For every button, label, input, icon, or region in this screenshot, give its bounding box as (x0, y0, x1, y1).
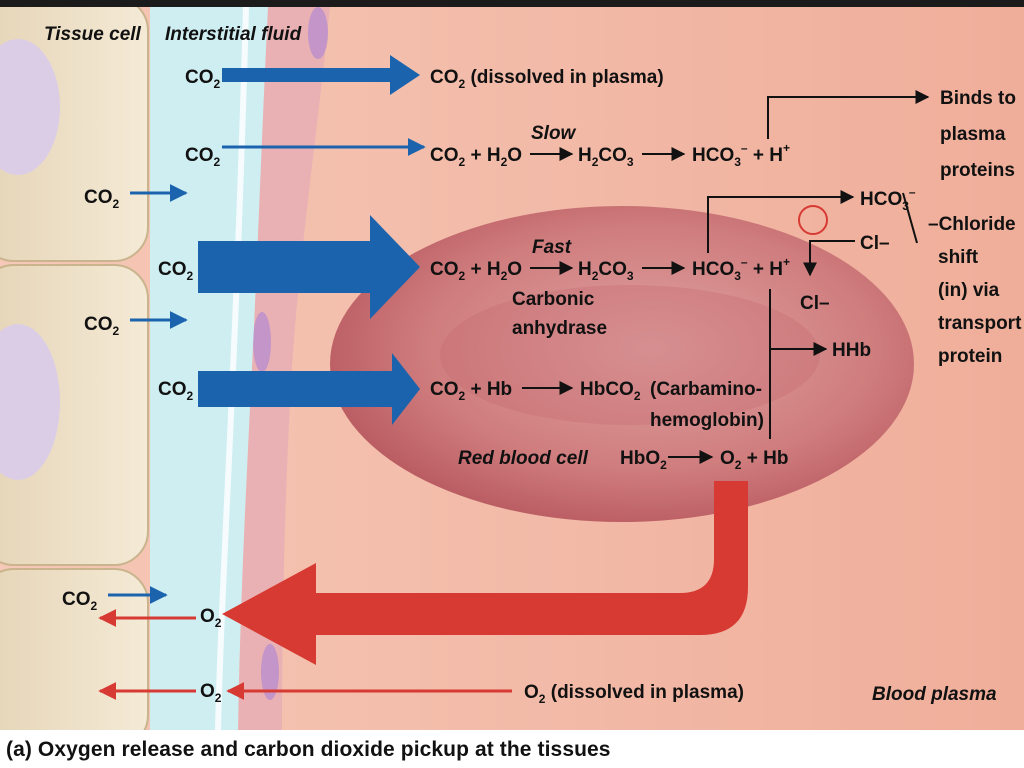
capillary-wall (238, 7, 330, 730)
red-blood-cell-center (440, 285, 820, 425)
red-blood-cell (330, 206, 914, 522)
chloride-shift-highlight (798, 205, 828, 235)
fast-label: Fast (532, 237, 572, 258)
hhb-label: HHb (832, 340, 871, 361)
endothelial-nucleus (308, 7, 328, 59)
row5-products: O2 + Hb (720, 448, 788, 472)
o2-release-label-1: O2 (200, 606, 222, 630)
endothelial-nucleus (261, 644, 279, 700)
cl-in-label: Cl– (800, 293, 830, 314)
row3-carbonic-acid: H2CO3 (578, 259, 634, 283)
co2-carbamino-arrow (198, 353, 420, 425)
row3-co2-left: CO2 (158, 259, 194, 283)
row4-carbamino: HbCO2 (580, 379, 641, 403)
row4-reactants: CO2 + Hb (430, 379, 512, 403)
row5-hbo2: HbO2 (620, 448, 667, 472)
co2-transport-diagram: Tissue cell Interstitial fluid CO2 CO2 (… (0, 7, 1024, 730)
row2-bicarbonate: HCO3– + H+ (692, 141, 790, 169)
row3-bicarbonate: HCO3– + H+ (692, 255, 790, 283)
o2-release-label-2: O2 (200, 681, 222, 705)
figure-caption: (a) Oxygen release and carbon dioxide pi… (6, 738, 611, 761)
row4-co2-left: CO2 (158, 379, 194, 403)
interstitial-fluid-label: Interstitial fluid (165, 24, 302, 45)
red-blood-cell-label: Red blood cell (458, 448, 589, 469)
blood-plasma-label: Blood plasma (872, 684, 997, 705)
row2-co2-left: CO2 (185, 145, 221, 169)
o2-release-arrow (222, 481, 748, 665)
row1-co2-dissolved: CO2 (dissolved in plasma) (430, 67, 664, 91)
carbaminohemoglobin-note: (Carbamino-hemoglobin) (650, 379, 764, 431)
tissue-cell-label: Tissue cell (44, 24, 142, 45)
row2-reactants: CO2 + H2O (430, 145, 522, 169)
top-border (0, 0, 1024, 7)
co2-dissolved-arrow (222, 55, 420, 95)
row3-reactants: CO2 + H2O (430, 259, 522, 283)
row1-co2-left: CO2 (185, 67, 221, 91)
slow-label: Slow (531, 123, 577, 144)
co2-into-rbc-arrow (198, 215, 420, 319)
tissue-co2-2: CO2 (84, 314, 120, 338)
cl-out-label: Cl– (860, 233, 890, 254)
endothelial-nucleus (253, 312, 271, 372)
tissue-co2-3: CO2 (62, 589, 98, 613)
row2-carbonic-acid: H2CO3 (578, 145, 634, 169)
tissue-cells (0, 7, 149, 730)
o2-dissolved-label: O2 (dissolved in plasma) (524, 682, 744, 706)
tissue-co2-1: CO2 (84, 187, 120, 211)
